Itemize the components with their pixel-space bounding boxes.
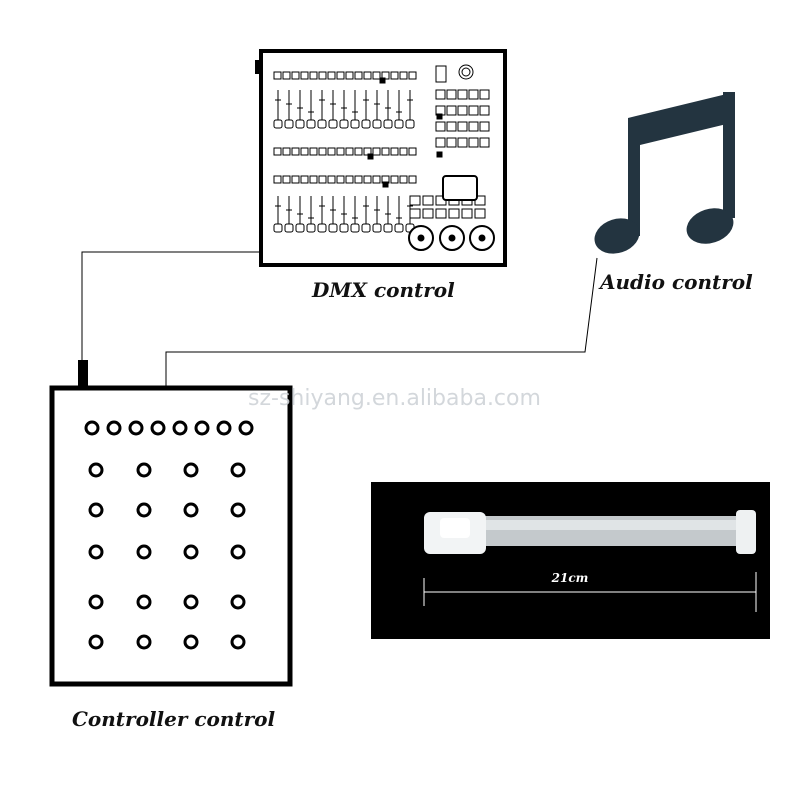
dmx-control-label: DMX control <box>312 278 455 302</box>
watermark-text: sz-shiyang.en.alibaba.com <box>248 386 541 411</box>
controller-control-label: Controller control <box>72 707 276 731</box>
controller-box-icon <box>49 360 293 687</box>
music-note-icon <box>594 92 735 254</box>
connection-lines <box>81 251 598 388</box>
dmx-console-icon <box>255 49 507 267</box>
length-label: 21cm <box>551 571 589 585</box>
audio-control-label: Audio control <box>600 270 753 294</box>
wristband-photo <box>371 482 770 639</box>
dimension-line <box>423 572 757 612</box>
wristband-clasp <box>736 510 756 554</box>
audio-to-controller-line <box>165 257 598 388</box>
dmx-to-controller-line <box>81 251 260 362</box>
